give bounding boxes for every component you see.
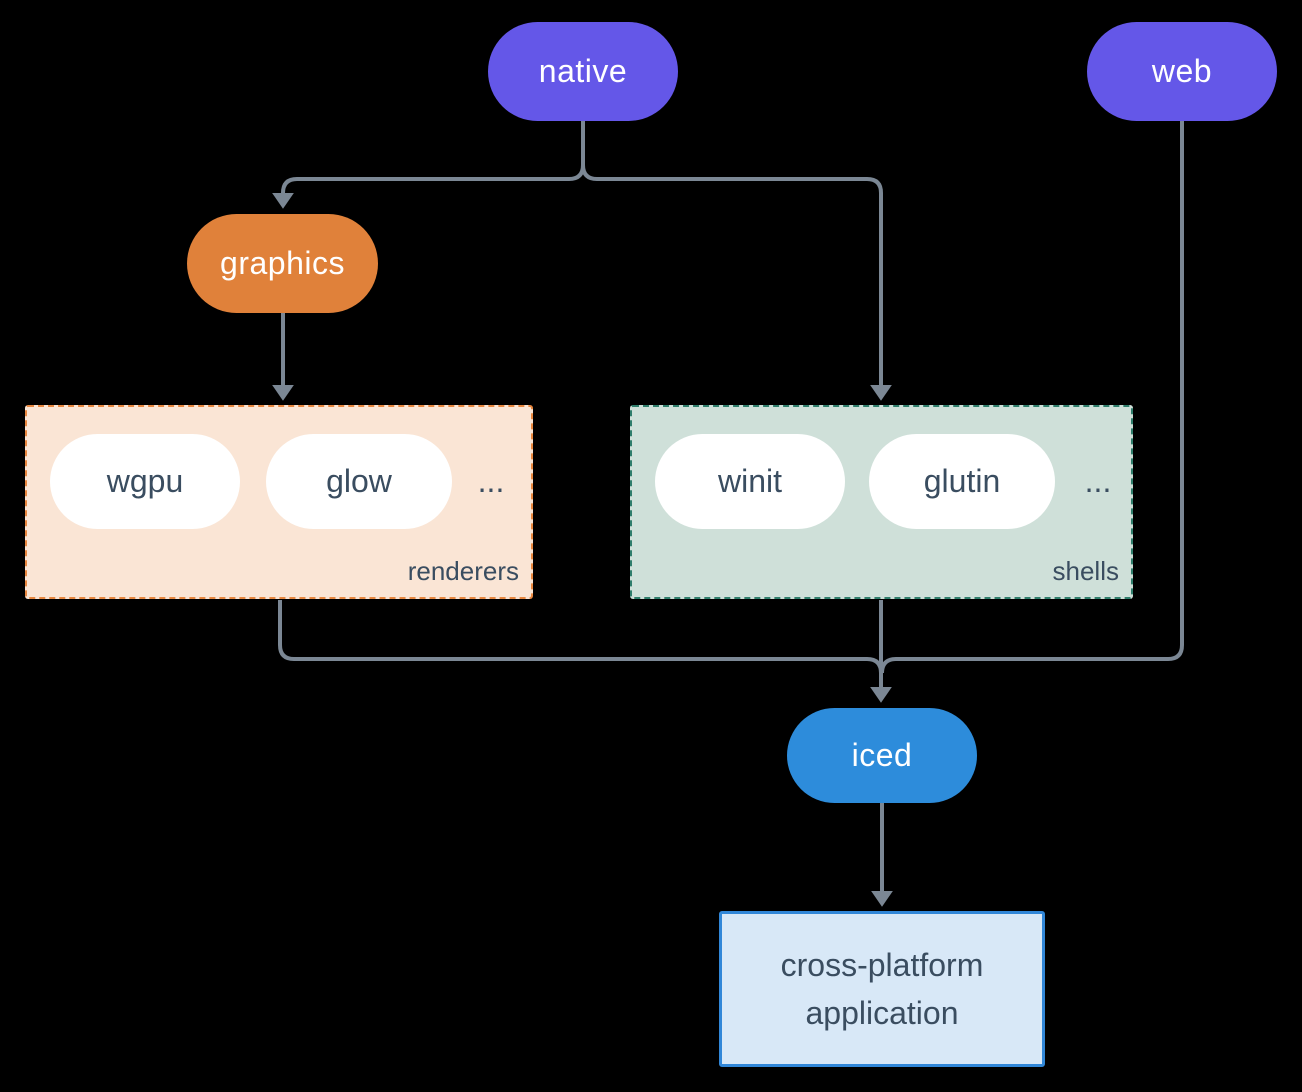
node-iced-label: iced — [851, 737, 913, 773]
node-iced: iced — [787, 708, 977, 803]
edge-web-to-bus — [880, 121, 1184, 674]
shells-group-label: shells — [1052, 556, 1119, 586]
node-glutin: glutin — [869, 434, 1055, 529]
edge-native-to-shells — [581, 121, 892, 401]
node-glow-label: glow — [326, 463, 392, 499]
edge-native-to-graphics — [272, 121, 585, 209]
node-app-label: cross-platform application — [780, 947, 984, 1031]
edge-renderers-to-bus — [278, 600, 883, 674]
node-wgpu: wgpu — [50, 434, 240, 529]
group-renderers: wgpu glow ... renderers — [25, 405, 533, 599]
renderers-group-label: renderers — [407, 556, 519, 586]
renderers-ellipsis: ... — [477, 463, 505, 499]
node-native: native — [488, 22, 678, 121]
node-glutin-label: glutin — [923, 463, 1001, 499]
shells-ellipsis: ... — [1084, 463, 1112, 499]
node-wgpu-label: wgpu — [106, 463, 184, 499]
node-graphics-label: graphics — [220, 245, 345, 281]
node-web-label: web — [1151, 53, 1213, 89]
group-shells: winit glutin ... shells — [630, 405, 1133, 599]
node-winit-label: winit — [717, 463, 782, 499]
node-cross-platform-application: cross-platform application — [719, 911, 1045, 1067]
node-web: web — [1087, 22, 1277, 121]
node-winit: winit — [655, 434, 845, 529]
node-native-label: native — [538, 53, 628, 89]
node-glow: glow — [266, 434, 452, 529]
node-graphics: graphics — [187, 214, 378, 313]
